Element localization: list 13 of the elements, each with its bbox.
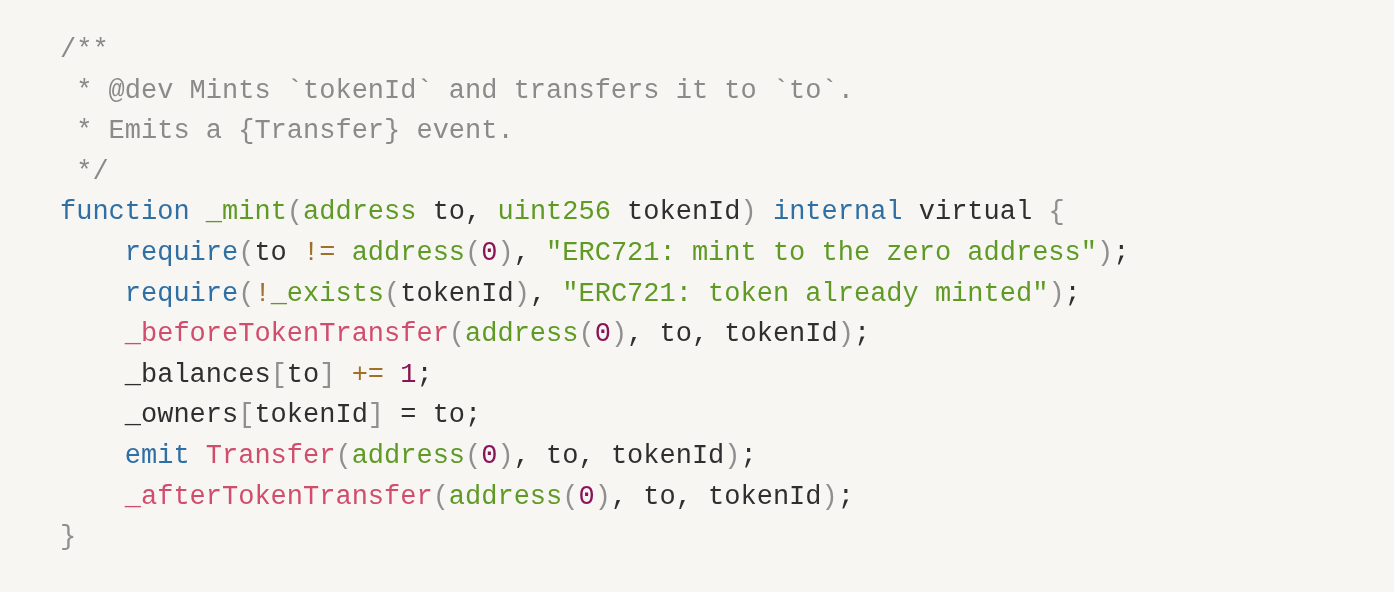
- code-line: }: [60, 521, 77, 554]
- code-line: require(!_exists(tokenId), "ERC721: token already minted");: [124, 277, 1081, 310]
- code-line: _afterTokenTransfer(address(0), to, tokenId);: [124, 480, 854, 513]
- code-line: _owners[tokenId] = to;: [124, 399, 482, 432]
- code-line: _balances[to] += 1;: [124, 358, 433, 391]
- code-line: emit Transfer(address(0), to, tokenId);: [124, 440, 757, 472]
- code-line: require(to != address(0), "ERC721: mint to the zero address");: [124, 237, 1130, 269]
- code-line: _beforeTokenTransfer(address(0), to, tokenId);: [124, 318, 871, 351]
- code-comment: * @dev Mints `tokenId` and transfers it to `to`.: [76, 74, 854, 107]
- code-comment: /**: [60, 34, 109, 66]
- code-comment: * Emits a {Transfer} event.: [76, 115, 514, 148]
- code-comment: */: [76, 155, 109, 188]
- code-line: function _mint(address to, uint256 tokenId) internal virtual {: [60, 196, 1065, 229]
